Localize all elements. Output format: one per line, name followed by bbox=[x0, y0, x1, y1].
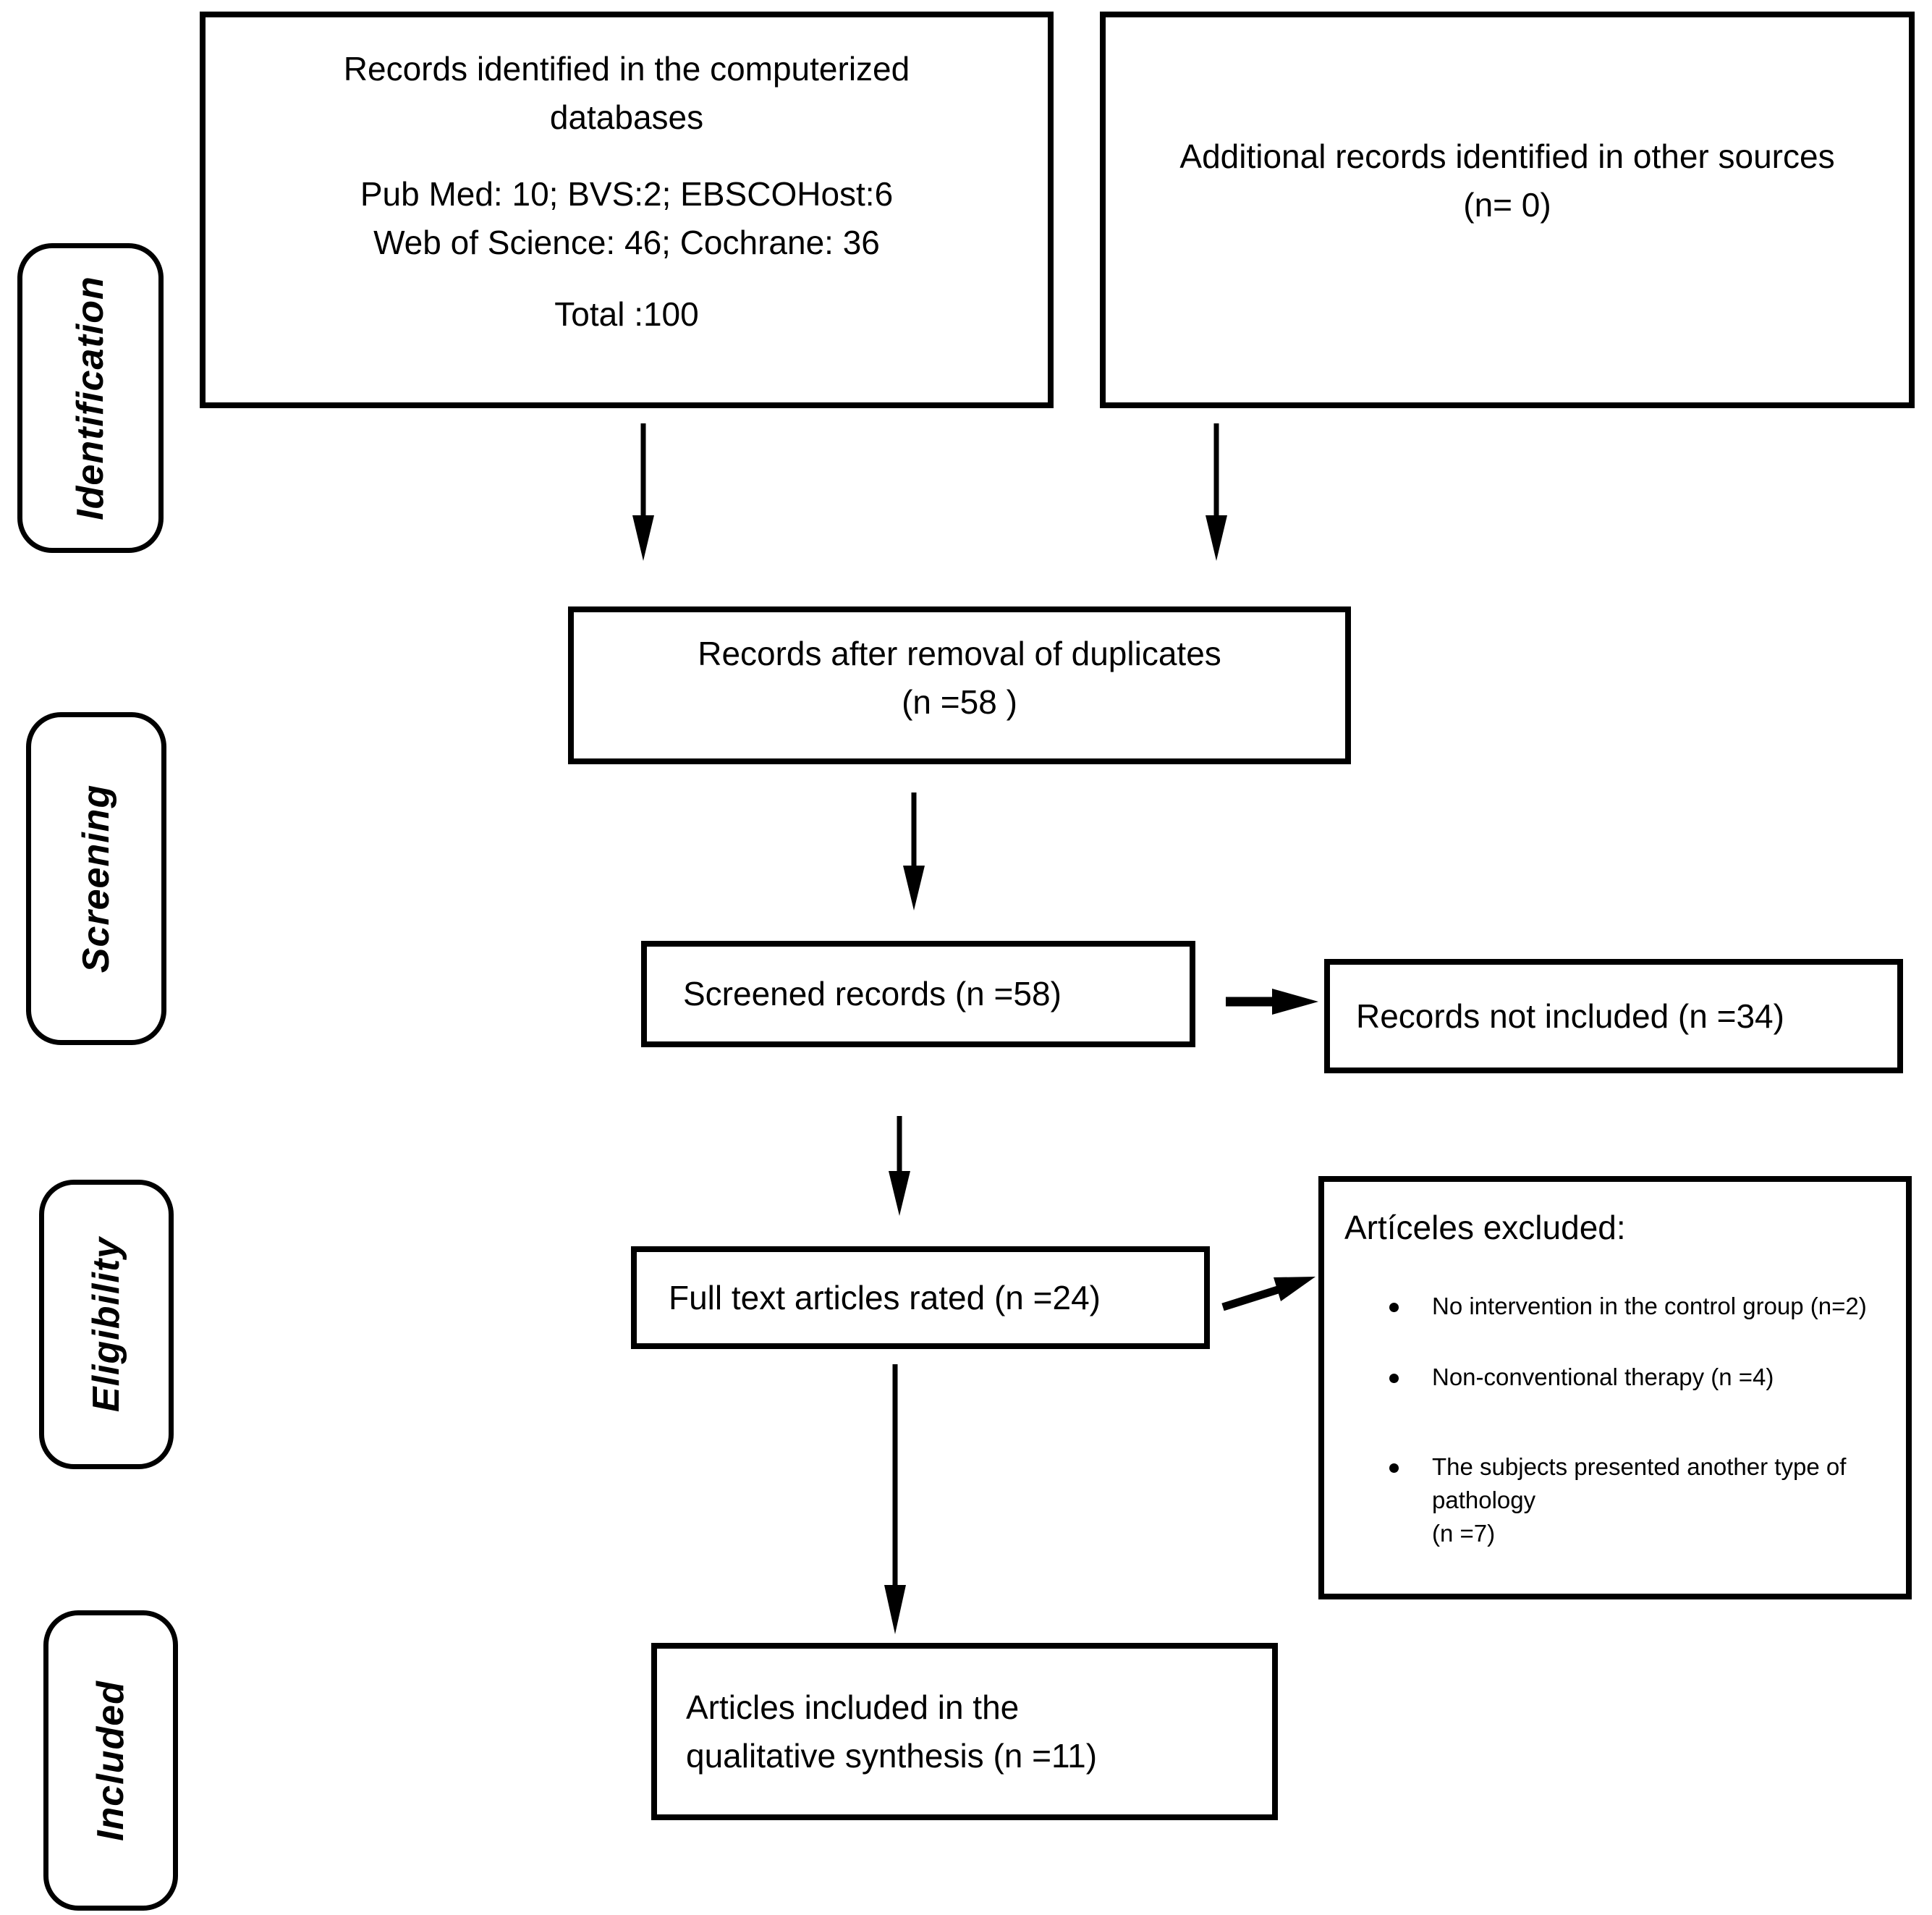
arrow-additional-to-duplicates bbox=[1206, 423, 1227, 561]
excluded-reason-item: The subjects presented another type of p… bbox=[1389, 1450, 1893, 1551]
arrow-full-text-to-excluded bbox=[1221, 1277, 1315, 1311]
box-screened-records: Screened records (n =58) bbox=[641, 941, 1195, 1047]
box-full-text-rated: Full text articles rated (n =24) bbox=[631, 1246, 1210, 1349]
excluded-reason-text: The subjects presented another type of p… bbox=[1432, 1453, 1847, 1547]
excluded-reason-item: Non-conventional therapy (n =4) bbox=[1389, 1361, 1893, 1394]
records-identified-total: Total :100 bbox=[554, 295, 699, 333]
records-not-included-text: Records not included (n =34) bbox=[1356, 997, 1784, 1035]
excluded-reason-text: Non-conventional therapy (n =4) bbox=[1432, 1363, 1774, 1390]
box-records-not-included: Records not included (n =34) bbox=[1324, 959, 1903, 1073]
bullet-icon bbox=[1389, 1302, 1399, 1312]
duplicates-removed-line1: Records after removal of duplicates bbox=[698, 635, 1221, 672]
stage-label-included: Included bbox=[43, 1610, 178, 1911]
stage-label-screening: Screening bbox=[26, 712, 166, 1045]
arrow-identified-to-duplicates bbox=[632, 423, 654, 561]
stage-label-screening-text: Screening bbox=[75, 784, 118, 973]
records-identified-sources-line1: Pub Med: 10; BVS:2; EBSCOHost:6 bbox=[360, 175, 894, 214]
articles-included-line2: qualitative synthesis (n =11) bbox=[686, 1736, 1098, 1775]
stage-label-included-text: Included bbox=[90, 1680, 132, 1841]
arrow-full-text-to-included bbox=[884, 1364, 906, 1634]
stage-label-eligibility-text: Eligibility bbox=[85, 1236, 128, 1413]
additional-records-text: Additional records identified in other s… bbox=[1179, 138, 1835, 224]
arrow-duplicates-to-screened bbox=[903, 792, 925, 910]
stage-label-identification: Identification bbox=[17, 243, 164, 553]
stage-label-identification-text: Identification bbox=[69, 276, 111, 520]
box-duplicates-removed: Records after removal of duplicates (n =… bbox=[568, 606, 1351, 764]
articles-excluded-title: Artíceles excluded: bbox=[1344, 1209, 1626, 1246]
spacer bbox=[206, 141, 1048, 170]
screened-records-text: Screened records (n =58) bbox=[683, 975, 1062, 1013]
bullet-icon bbox=[1389, 1373, 1399, 1383]
excluded-reason-text: No intervention in the control group (n=… bbox=[1432, 1292, 1867, 1319]
records-identified-sources-line2: Web of Science: 46; Cochrane: 36 bbox=[373, 224, 880, 262]
duplicates-removed-line2: (n =58 ) bbox=[902, 682, 1017, 721]
bullet-icon bbox=[1389, 1463, 1399, 1474]
box-articles-excluded: Artíceles excluded: No intervention in t… bbox=[1318, 1176, 1912, 1599]
box-articles-included: Articles included in the qualitative syn… bbox=[651, 1643, 1278, 1820]
records-identified-title: Records identified in the computerized d… bbox=[343, 50, 910, 136]
articles-included-line1: Articles included in the bbox=[686, 1688, 1020, 1726]
excluded-reason-item: No intervention in the control group (n=… bbox=[1389, 1290, 1893, 1323]
stage-label-eligibility: Eligibility bbox=[39, 1180, 174, 1469]
spacer bbox=[206, 267, 1048, 290]
box-additional-records: Additional records identified in other s… bbox=[1100, 12, 1915, 408]
box-records-identified: Records identified in the computerized d… bbox=[200, 12, 1054, 408]
arrow-screened-to-not-included bbox=[1226, 989, 1318, 1015]
full-text-rated-text: Full text articles rated (n =24) bbox=[669, 1278, 1101, 1316]
arrow-screened-to-full-text bbox=[889, 1116, 910, 1216]
